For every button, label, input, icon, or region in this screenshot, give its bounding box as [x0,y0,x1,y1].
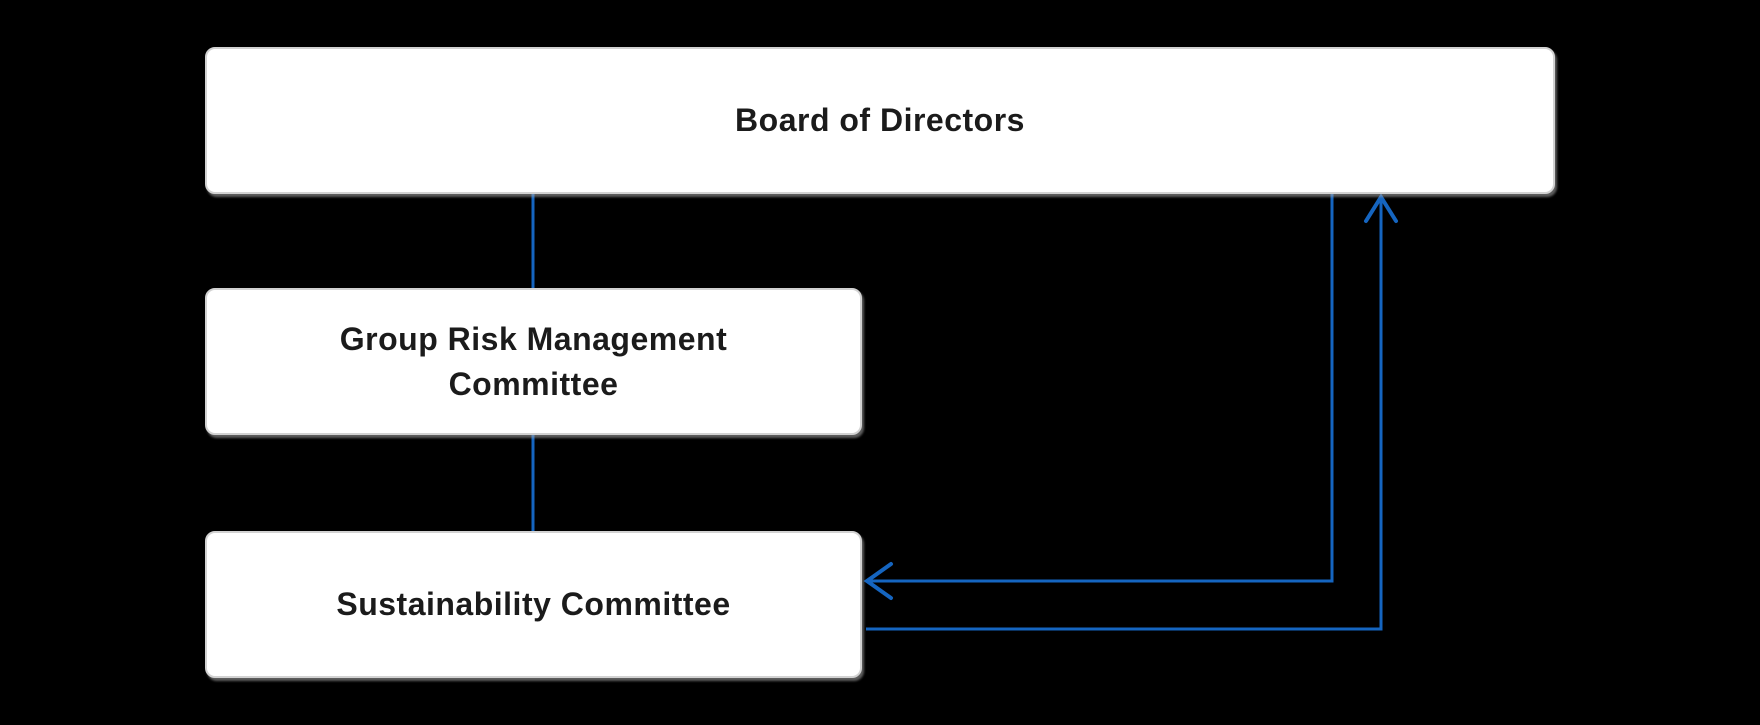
node-board-of-directors-label: Board of Directors [735,102,1025,139]
node-sustainability-committee-label: Sustainability Committee [336,586,731,623]
connector-board-to-sustainability [870,194,1334,583]
connector-sustainability-to-board [866,200,1383,631]
node-group-risk-management-committee-label: Group Risk Management Committee [339,321,728,402]
node-sustainability-committee: Sustainability Committee [205,531,862,678]
node-group-risk-management-committee: Group Risk Management Committee [205,288,862,435]
arrowhead-left-icon [863,562,893,600]
node-board-of-directors: Board of Directors [205,47,1555,194]
arrowhead-up-icon [1364,193,1398,223]
